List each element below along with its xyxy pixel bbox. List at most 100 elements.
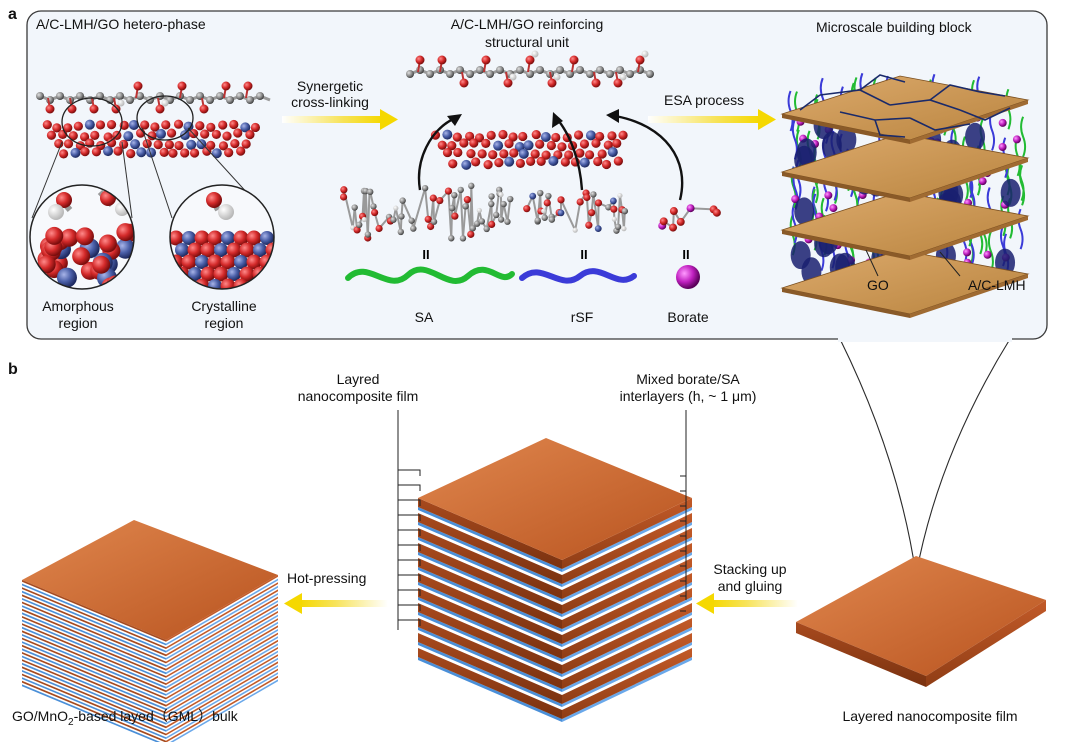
- carbon-atom: [416, 66, 424, 74]
- oxygen-atom: [99, 234, 117, 252]
- amorphous-label-line2: region: [59, 315, 98, 332]
- oxygen-atom: [459, 138, 468, 147]
- oxygen-atom: [47, 131, 56, 140]
- carbon-atom: [556, 66, 564, 74]
- oxygen-atom: [593, 157, 602, 166]
- carbon-atom: [446, 70, 454, 78]
- oxygen-atom: [660, 217, 668, 225]
- oxygen-atom: [453, 148, 462, 157]
- hydrogen-atom: [118, 100, 125, 107]
- oxygen-atom: [126, 149, 135, 158]
- oxygen-atom: [54, 139, 63, 148]
- metal-atom: [493, 141, 503, 151]
- oxygen-atom: [471, 157, 480, 166]
- carbon-atom: [488, 201, 494, 207]
- carbon-atom: [535, 217, 541, 223]
- borate-dot: [999, 119, 1007, 127]
- lmh-grain: [791, 241, 811, 269]
- carbon-atom: [468, 183, 474, 189]
- carbon-atom: [462, 203, 468, 209]
- crystalline-label-line1: Crystalline: [191, 298, 256, 315]
- metal-atom: [103, 146, 113, 156]
- carbon-atom: [398, 229, 404, 235]
- oxygen-atom: [547, 141, 556, 150]
- oxygen-atom: [222, 132, 231, 141]
- oxygen-atom: [523, 205, 530, 212]
- metal-atom: [580, 158, 590, 168]
- borate-label: Borate: [667, 309, 708, 326]
- oxygen-atom: [443, 148, 452, 157]
- oxygen-atom: [544, 199, 551, 206]
- carbon-atom: [498, 216, 504, 222]
- borate-dot: [1013, 135, 1021, 143]
- carbon-atom: [476, 66, 484, 74]
- oxygen-atom: [484, 160, 493, 169]
- boron-atom: [687, 204, 695, 212]
- carbon-atom: [536, 66, 544, 74]
- oxygen-atom: [561, 157, 570, 166]
- carbon-atom: [636, 66, 644, 74]
- oxygen-atom: [504, 139, 513, 148]
- oxygen-atom: [134, 82, 143, 91]
- bracket-tick: [398, 515, 420, 521]
- oxygen-atom: [245, 130, 254, 139]
- film-caption: Layered nanocomposite film: [842, 708, 1017, 725]
- oxygen-atom: [200, 105, 209, 114]
- hydrogen-atom: [510, 74, 517, 81]
- oxygen-atom: [618, 131, 627, 140]
- carbon-atom: [399, 197, 405, 203]
- carbon-atom: [365, 231, 371, 237]
- oxygen-atom: [96, 120, 105, 129]
- metal-atom: [519, 149, 529, 159]
- borate-sphere-icon: [676, 265, 700, 289]
- oxygen-atom: [154, 140, 163, 149]
- nitrogen-atom: [558, 209, 565, 216]
- metal-atom: [524, 140, 534, 150]
- oxygen-atom: [591, 139, 600, 148]
- oxygen-atom: [236, 147, 245, 156]
- hydrogen-atom: [554, 74, 561, 81]
- hydrogen-atom: [498, 192, 503, 197]
- oxygen-atom: [165, 140, 174, 149]
- metal-atom: [186, 140, 196, 150]
- oxygen-atom: [713, 209, 721, 217]
- equiv-mark: II: [580, 247, 587, 262]
- oxygen-atom: [535, 140, 544, 149]
- oxygen-atom: [59, 149, 68, 158]
- callout-joint: [838, 334, 1012, 342]
- oxygen-atom: [537, 157, 546, 166]
- nitrogen-atom: [595, 225, 602, 232]
- carbon-atom: [479, 218, 485, 224]
- carbon-atom: [549, 216, 555, 222]
- oxygen-atom: [499, 149, 508, 158]
- hydrogen-atom: [620, 74, 627, 81]
- carbon-atom: [390, 217, 396, 223]
- oxygen-atom: [577, 198, 584, 205]
- oxygen-atom: [206, 192, 222, 208]
- bracket-tick: [398, 620, 420, 626]
- block-title: Microscale building block: [816, 19, 972, 36]
- oxygen-atom: [92, 256, 110, 274]
- carbon-atom: [426, 70, 434, 78]
- equiv-mark: II: [422, 247, 429, 262]
- crystalline-label-line2: region: [205, 315, 244, 332]
- oxygen-atom: [224, 148, 233, 157]
- carbon-atom: [500, 201, 506, 207]
- oxygen-atom: [222, 82, 231, 91]
- carbon-atom: [448, 235, 454, 241]
- oxygen-atom: [416, 56, 425, 65]
- oxygen-atom: [174, 141, 183, 150]
- hot-pressing-arrow: [284, 593, 388, 614]
- lmh-label: A/C-LMH: [968, 277, 1026, 294]
- single-film: [796, 556, 1046, 687]
- oxygen-atom: [92, 147, 101, 156]
- laminated-stack: [418, 438, 692, 722]
- oxygen-atom: [375, 225, 382, 232]
- oxygen-atom: [174, 120, 183, 129]
- oxygen-atom: [516, 159, 525, 168]
- metal-atom: [608, 147, 618, 157]
- oxygen-atom: [526, 157, 535, 166]
- carbon-atom: [186, 96, 194, 104]
- oxygen-atom: [595, 199, 602, 206]
